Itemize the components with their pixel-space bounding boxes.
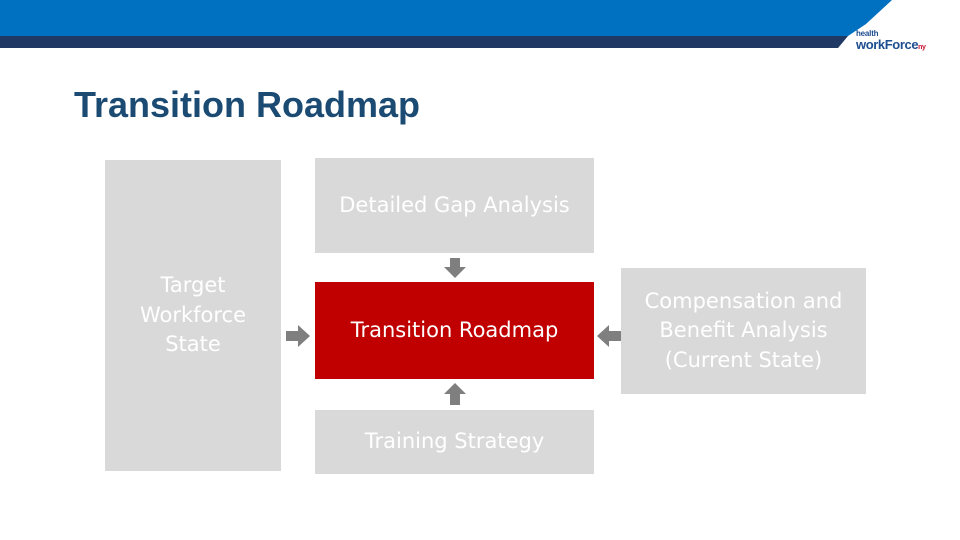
training-strategy-label: Training Strategy xyxy=(364,429,545,454)
logo-main-word: workForce xyxy=(856,37,919,52)
detailed-gap-analysis-box: Detailed Gap Analysis xyxy=(315,158,594,253)
page-title: Transition Roadmap xyxy=(74,84,421,125)
healthworkforce-logo: health workForceny xyxy=(856,30,948,52)
detailed-gap-analysis-label: Detailed Gap Analysis xyxy=(339,192,570,217)
training-strategy-box: Training Strategy xyxy=(315,410,594,474)
header-band xyxy=(0,0,960,48)
logo-small-text: health xyxy=(856,29,879,38)
arrow-left-icon xyxy=(597,325,621,347)
arrow-right-icon xyxy=(286,325,310,347)
logo-suffix-text: ny xyxy=(918,44,926,51)
arrow-down-icon xyxy=(444,258,466,278)
arrow-up-icon xyxy=(444,383,466,405)
logo-main-text: workForceny xyxy=(856,38,948,51)
target-workforce-state-box: Target Workforce State xyxy=(105,160,281,471)
target-workforce-state-label: Target Workforce State xyxy=(139,273,247,357)
compensation-benefit-analysis-box: Compensation and Benefit Analysis (Curre… xyxy=(621,268,866,394)
transition-roadmap-box: Transition Roadmap xyxy=(315,282,594,379)
transition-roadmap-label: Transition Roadmap xyxy=(350,317,559,342)
compensation-benefit-analysis-label: Compensation and Benefit Analysis (Curre… xyxy=(644,288,843,372)
